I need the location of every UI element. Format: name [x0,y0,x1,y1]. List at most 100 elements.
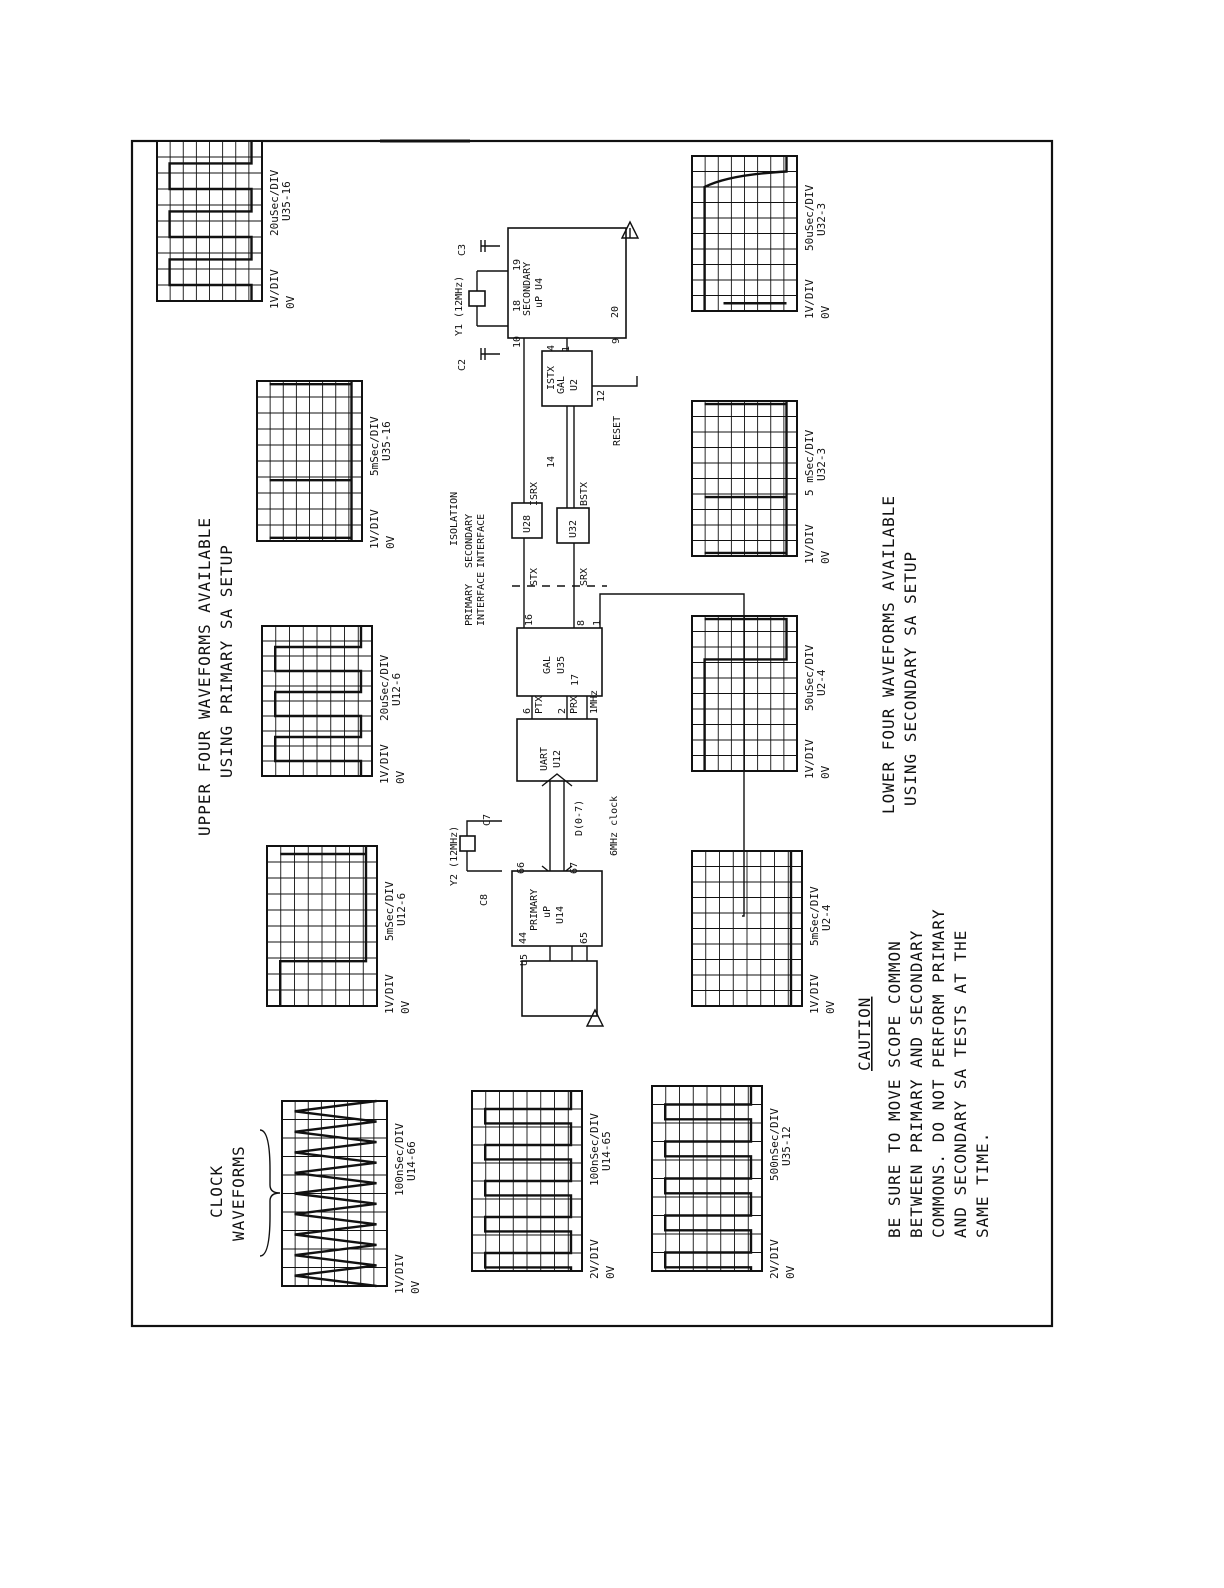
test-point-label: U35-16 [380,421,393,461]
timebase-label: 100nSec/DIV [393,1123,406,1196]
timebase-label: 50uSec/DIV [803,184,816,251]
waveform-trace [484,1091,573,1271]
u2-pin-14: 14 [546,456,557,468]
u28-label: U28 [522,515,533,533]
u12-label-1: UART [539,747,550,771]
primary-interface-1: PRIMARY [464,584,475,626]
srx-label: SRX [579,568,590,586]
u32-box [556,507,590,544]
c3-label: C3 [457,244,468,256]
block-schematic: UPPER FOUR WAVEFORMS AVAILABLE USING PRI… [195,220,992,1257]
bstx-label: BSTX [579,482,590,506]
u5-ground [585,1008,605,1027]
waveform-trace [274,626,363,776]
waveform-trace [703,617,788,771]
u4-pin-19: 19 [512,259,523,271]
u2-label-2: U2 [569,379,580,391]
u4-pin-18: 18 [512,300,523,312]
u4-pin-20: 20 [610,306,621,318]
u14-pin-65: 65 [579,932,590,944]
u12-pin-6: 6 [522,708,533,714]
u12-u35-wires [531,696,588,719]
secondary-interface-1: SECONDARY [464,514,475,568]
u35-label-2: U35 [556,656,567,674]
u5-box [521,960,598,1017]
volts-per-div-label: 1V/DIV [383,974,396,1014]
zero-volt-label: 0V [409,1280,422,1294]
waveform-trace [279,846,368,1006]
test-point-label: U12-6 [390,673,403,706]
y1-crystal [468,290,486,307]
u2-label-1: GAL [556,376,567,394]
u4-pin-9: 9 [611,338,622,344]
zero-volt-label: 0V [819,765,832,779]
test-point-label: U35-16 [280,181,293,221]
test-point-label: U32-3 [815,203,828,236]
zero-volt-label: 0V [394,770,407,784]
volts-per-div-label: 1V/DIV [268,269,281,309]
u35-pin-8: 8 [576,620,587,626]
volts-per-div-label: 1V/DIV [803,524,816,564]
timebase-label: 50uSec/DIV [803,644,816,711]
timebase-label: 100nSec/DIV [588,1113,601,1186]
zero-volt-label: 0V [384,535,397,549]
u35-pin-16: 16 [524,614,535,626]
zero-volt-label: 0V [284,295,297,309]
volts-per-div-label: 2V/DIV [768,1239,781,1279]
isrx-label: ISRX [529,482,540,506]
u35-label-1: GAL [542,656,553,674]
volts-per-div-label: 2V/DIV [588,1239,601,1279]
clock-6mhz-label: 6MHz clock [609,796,620,856]
test-point-label: U12-6 [395,893,408,926]
volts-per-div-label: 1V/DIV [378,744,391,784]
c2-c3-caps [480,240,500,360]
u12-box [516,718,598,782]
waveform-trace [704,401,788,556]
isolation-label: ISOLATION [449,492,460,546]
volts-per-div-label: 1V/DIV [393,1254,406,1294]
u35-pin-1: 1 [592,620,603,626]
test-point-label: U14-65 [600,1131,613,1171]
waveform-trace [664,1086,753,1271]
c7-label: C7 [482,814,493,826]
test-point-label: U35-12 [780,1126,793,1166]
zero-volt-label: 0V [784,1265,797,1279]
volts-per-div-label: 1V/DIV [803,739,816,779]
u28-box [511,502,543,539]
timebase-label: 20uSec/DIV [268,169,281,236]
y1-wires [476,270,508,327]
timebase-label: 5 mSec/DIV [803,429,816,496]
u14-box [511,870,603,947]
u5-wires [549,946,588,961]
u12-label-2: U12 [552,750,563,768]
upper-heading-line1: UPPER FOUR WAVEFORMS AVAILABLE [195,517,214,836]
volts-per-div-label: 1V/DIV [808,974,821,1014]
u14-pin-44: 44 [518,932,529,944]
test-point-label: U2-4 [815,669,828,696]
interface-wires [523,338,575,636]
u4-label-2: uP U4 [534,278,545,308]
primary-interface-2: INTERFACE [476,572,487,626]
waveform-trace [168,141,253,301]
u14-label-2: uP [542,906,553,918]
reset-label: RESET [612,416,623,446]
ptx-label: PTX [534,696,545,714]
u4-pin-10: 10 [512,336,523,348]
test-point-label: U2-4 [820,904,833,931]
waveform-trace [703,156,788,311]
caution-title: CAUTION [855,997,874,1071]
waveform-trace [294,1099,377,1288]
caution-line-2: BETWEEN PRIMARY AND SECONDARY [907,930,926,1238]
prx-label: PRX [569,696,580,714]
